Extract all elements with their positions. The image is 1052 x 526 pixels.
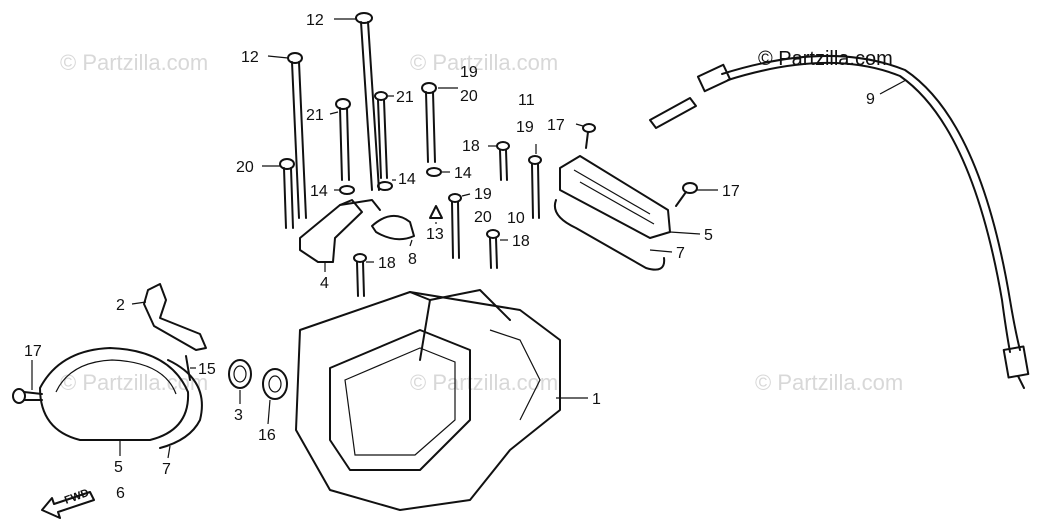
callout-14: 14 (454, 165, 472, 182)
watermark: © Partzilla.com (60, 370, 208, 395)
callout-12: 12 (241, 49, 259, 66)
callout-15: 15 (198, 361, 216, 378)
callout-17: 17 (722, 183, 740, 200)
arm-2 (143, 283, 207, 351)
washer-14 (377, 181, 393, 191)
callout-4: 4 (320, 275, 329, 292)
watermark-group: © Partzilla.com © Partzilla.com © Partzi… (60, 50, 903, 395)
clamp-8 (371, 215, 415, 241)
callout-5: 5 (114, 459, 123, 476)
bolt-19-11 (528, 155, 542, 219)
callout-18: 18 (378, 255, 396, 272)
bolt-12-long (355, 12, 380, 191)
callout-14: 14 (398, 171, 416, 188)
callout-17: 17 (547, 117, 565, 134)
callout-20: 20 (460, 88, 478, 105)
bolt-20-left (279, 158, 295, 229)
callout-7: 7 (162, 461, 171, 478)
gasket-7-right (554, 199, 666, 271)
callout-2: 2 (116, 297, 125, 314)
bolt-12-left (287, 52, 307, 219)
bolt-18-low (353, 253, 367, 297)
cover-5-left (39, 347, 190, 441)
leader-lines (31, 18, 907, 459)
callout-12: 12 (306, 12, 324, 29)
callout-3: 3 (234, 407, 243, 424)
callout-7: 7 (676, 245, 685, 262)
gasket-7-left (159, 359, 203, 449)
cover-5-right (559, 155, 671, 239)
bearing-16 (262, 368, 288, 400)
watermark: © Partzilla.com (60, 50, 208, 75)
callout-21: 21 (396, 89, 414, 106)
bolt-21-right (374, 91, 388, 179)
bolt-19-20-mid (448, 193, 462, 259)
bolt-21 (335, 98, 351, 181)
callout-18: 18 (462, 138, 480, 155)
watermark: © Partzilla.com (410, 50, 558, 75)
bolt-18-mid (486, 229, 500, 269)
callout-18: 18 (512, 233, 530, 250)
bolt-17-right (675, 182, 698, 207)
callout-5: 5 (704, 227, 713, 244)
spring-3 (228, 359, 252, 389)
cable-9 (649, 55, 1030, 389)
callout-1: 1 (592, 391, 601, 408)
callout-20: 20 (474, 209, 492, 226)
callout-8: 8 (408, 251, 417, 268)
callout-19: 19 (474, 186, 492, 203)
washer-14 (339, 185, 355, 195)
housing-1 (295, 289, 561, 511)
callout-19: 19 (516, 119, 534, 136)
watermark: © Partzilla.com (410, 370, 558, 395)
fwd-arrow: FWD (41, 487, 95, 519)
watermark: © Partzilla.com (755, 370, 903, 395)
callout-10: 10 (507, 210, 525, 227)
callout-11: 11 (518, 92, 535, 109)
callout-6: 6 (116, 485, 125, 502)
callout-20: 20 (236, 159, 254, 176)
callout-19: 19 (460, 64, 478, 81)
washer-14 (426, 167, 442, 177)
callout-17: 17 (24, 343, 42, 360)
bracket-4-arm (339, 199, 381, 211)
callout-9: 9 (866, 91, 875, 108)
callout-21: 21 (306, 107, 324, 124)
bolt-17-top (582, 123, 596, 149)
bolt-19-20 (421, 82, 437, 163)
bracket-4 (299, 199, 363, 263)
callout-13: 13 (426, 226, 444, 243)
bolt-17-left (12, 388, 43, 404)
bolt-18-top (496, 141, 510, 181)
callout-14: 14 (310, 183, 328, 200)
nut-13 (429, 205, 443, 219)
callout-labels: 12 12 19 20 21 21 11 19 17 18 14 14 14 2… (24, 12, 875, 502)
callout-16: 16 (258, 427, 276, 444)
